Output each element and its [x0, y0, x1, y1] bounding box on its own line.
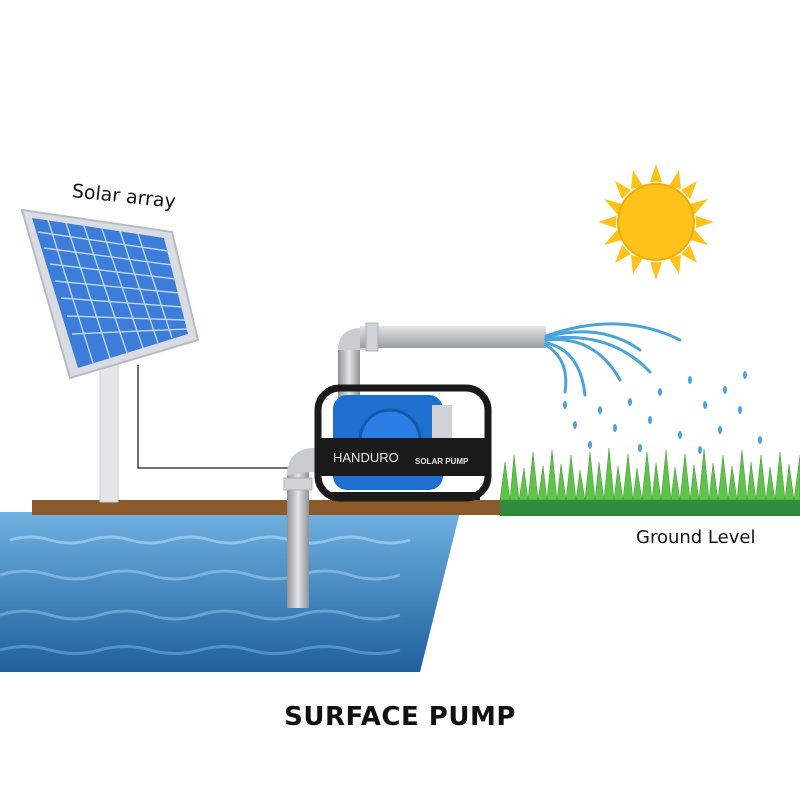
- water-droplets: [563, 371, 762, 454]
- power-wire: [137, 365, 315, 469]
- solar-panel: [20, 208, 200, 503]
- grass: [499, 447, 800, 501]
- ground-level-label: Ground Level: [636, 527, 756, 548]
- pump-tag-text: SOLAR PUMP: [415, 457, 469, 466]
- pump-brand-text: HANDURO: [333, 450, 399, 465]
- ground-board: [32, 500, 500, 515]
- sun-icon: [598, 164, 714, 280]
- grass-strip: [500, 500, 800, 516]
- water-spray: [544, 322, 682, 397]
- solar-pump-unit: HANDURO SOLAR PUMP: [314, 384, 492, 502]
- inlet-pipe: [283, 448, 320, 608]
- water-reservoir: [0, 512, 460, 672]
- diagram-title: SURFACE PUMP: [284, 702, 516, 732]
